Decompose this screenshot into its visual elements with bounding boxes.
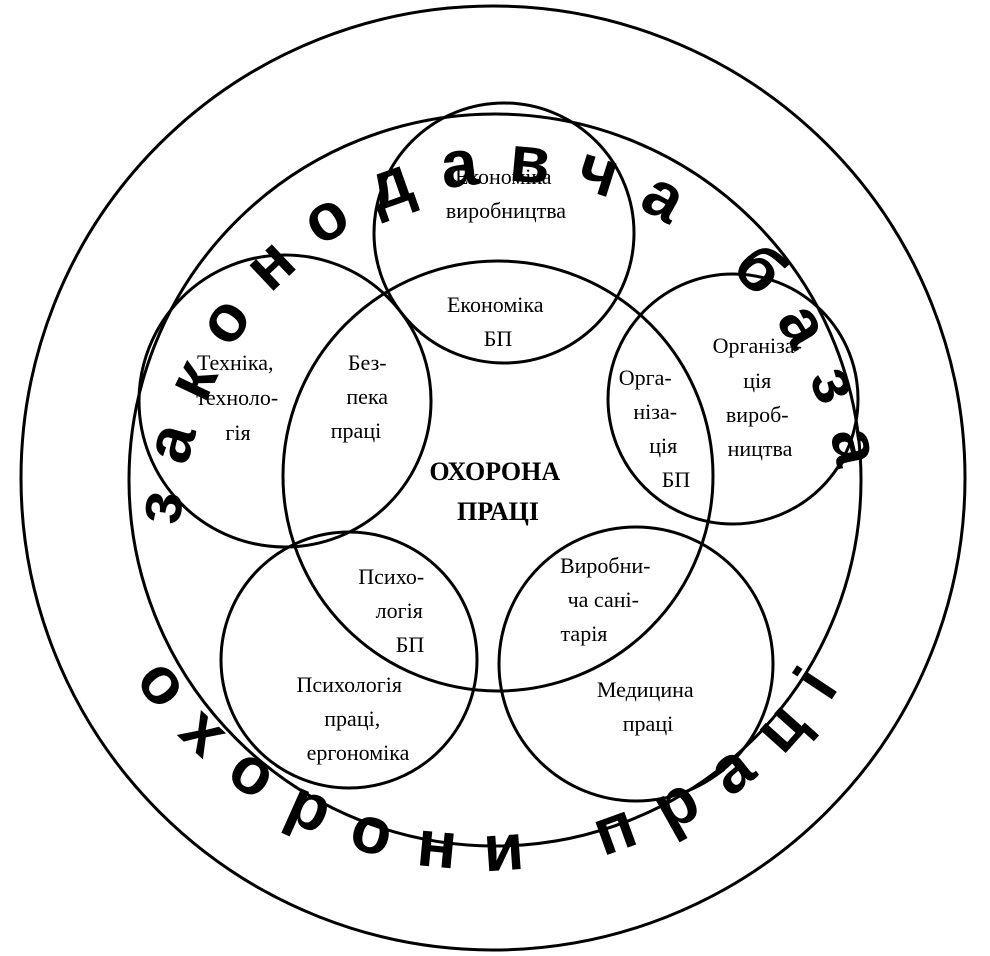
economics-label: Економіка виробництва <box>446 164 566 223</box>
medicine-circle <box>497 525 775 803</box>
labor-protection-circle <box>281 259 715 693</box>
psychology-label: Психологія праці, ергономіка <box>296 672 409 765</box>
safety-label: Без- пека праці <box>331 350 394 443</box>
inner-ring <box>127 112 863 848</box>
medicine-label: Медицина праці <box>597 677 699 736</box>
psychology-circle <box>219 530 479 790</box>
center-title: ОХОРОНА ПРАЦІ <box>429 457 566 526</box>
organization-sb-label: Орга- ніза- ція БП <box>619 365 691 492</box>
organization-label: Організа- ція вироб- ництва <box>713 333 808 461</box>
technology-circle <box>137 253 433 549</box>
economics-sb-label: Економіка БП <box>447 292 549 351</box>
psychology-sb-label: Психо- логія БП <box>358 564 429 657</box>
arc-text-bottom: охорони праці <box>123 630 868 886</box>
outer-ring <box>19 4 967 952</box>
technology-label: Техніка, техноло- гія <box>196 350 283 445</box>
economics-circle <box>372 101 636 365</box>
sanitation-label: Виробни- ча сані- тарія <box>560 553 656 646</box>
organization-circle <box>606 272 860 526</box>
